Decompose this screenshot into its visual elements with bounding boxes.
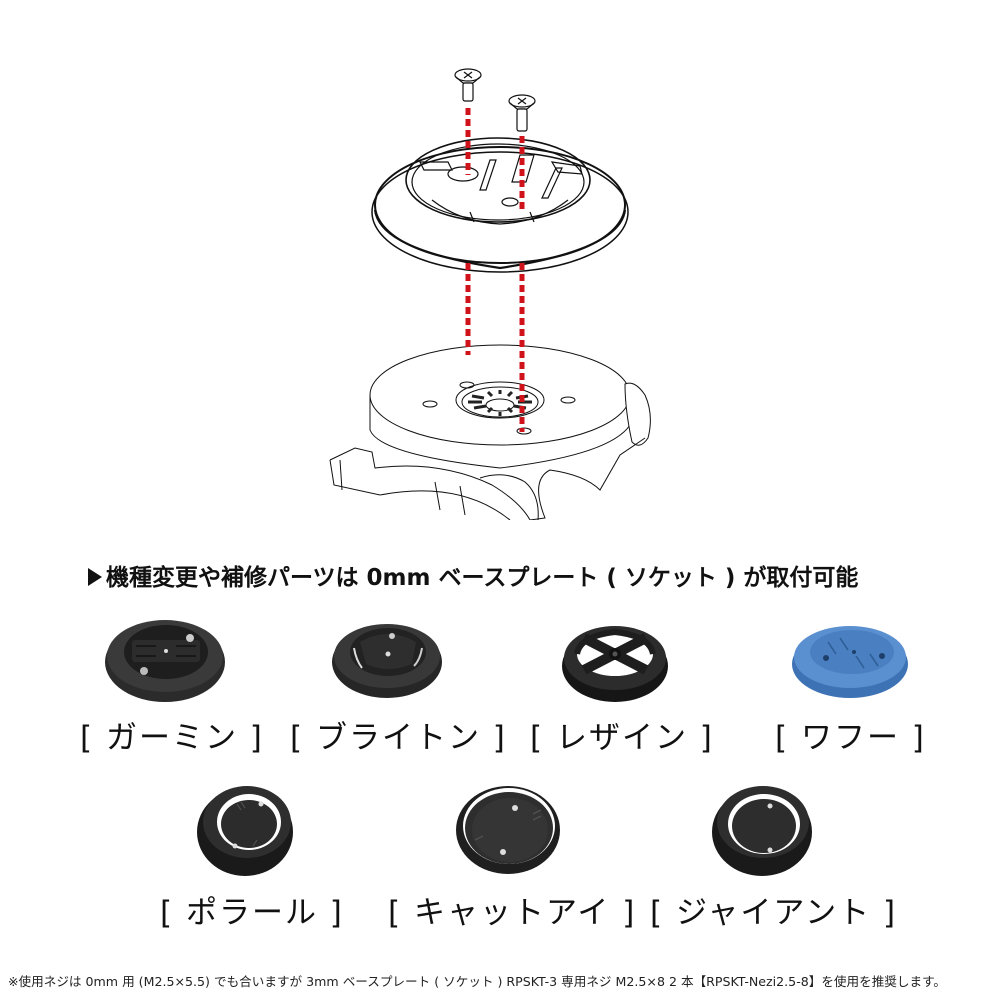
- plate-image-cateye: [453, 778, 563, 878]
- plate-image-polar: [193, 778, 298, 878]
- screw-right-icon: [508, 94, 536, 132]
- plate-label-wahoo: [ ワフー ]: [775, 720, 926, 756]
- plate-label-cateye: [ キャットアイ ]: [388, 895, 637, 931]
- plate-image-giant: [708, 778, 816, 878]
- polar-plate-icon: [197, 786, 293, 876]
- plate-image-bryton: [330, 612, 445, 702]
- cateye-plate-icon: [456, 786, 560, 874]
- headline-text: 機種変更や補修パーツは 0mm ベースプレート ( ソケット ) が取付可能: [106, 565, 859, 591]
- exploded-diagram: [320, 50, 680, 520]
- mount-assembly-icon: [329, 68, 651, 520]
- plate-label-garmin: [ ガーミン ]: [80, 720, 264, 756]
- lezyne-plate-icon: [562, 626, 668, 702]
- plate-label-lezyne: [ レザイン ]: [530, 720, 714, 756]
- mount-body-icon: [329, 344, 651, 520]
- socket-plate-icon: [371, 137, 629, 273]
- triangle-marker-icon: [88, 568, 102, 586]
- plate-label-giant: [ ジャイアント ]: [650, 895, 898, 931]
- giant-plate-icon: [712, 786, 812, 876]
- plate-image-wahoo: [790, 612, 910, 702]
- plate-image-garmin: [100, 610, 230, 705]
- bryton-plate-icon: [332, 624, 442, 698]
- plate-image-lezyne: [560, 612, 670, 704]
- plate-label-polar: [ ポラール ]: [160, 895, 344, 931]
- compatibility-headline: 機種変更や補修パーツは 0mm ベースプレート ( ソケット ) が取付可能: [88, 558, 928, 592]
- wahoo-plate-icon: [792, 626, 908, 698]
- screw-left-icon: [454, 68, 482, 102]
- plate-label-bryton: [ ブライトン ]: [290, 720, 507, 756]
- footnote-text: ※使用ネジは 0mm 用 (M2.5×5.5) でも合いますが 3mm ベースプ…: [8, 974, 947, 989]
- garmin-plate-icon: [105, 620, 225, 702]
- guide-line-icon: [465, 108, 525, 432]
